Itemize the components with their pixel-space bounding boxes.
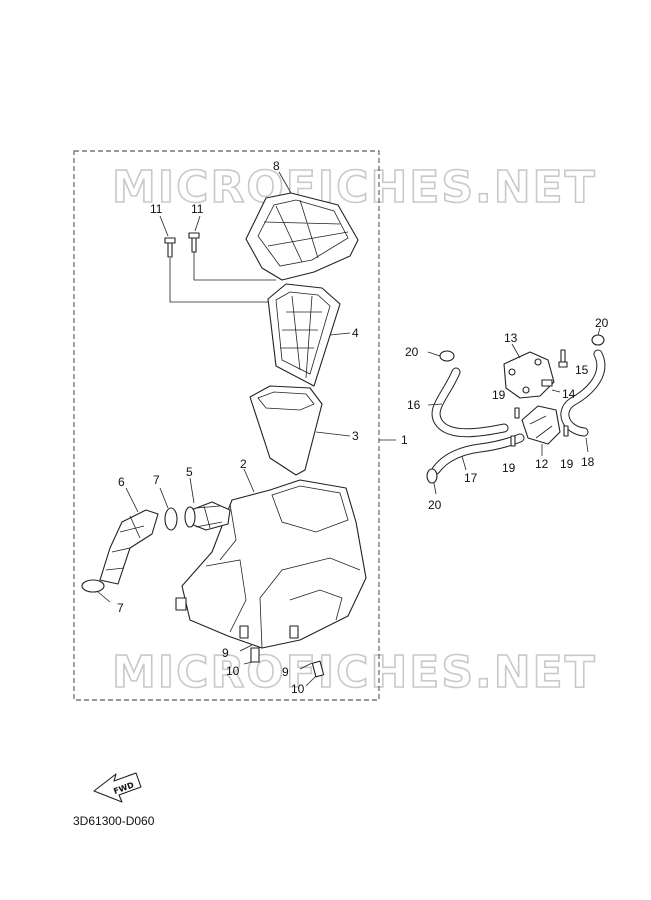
clip-part-19 xyxy=(510,407,569,447)
intake-joint-part xyxy=(99,487,159,585)
fwd-arrow-icon: FWD xyxy=(93,772,142,803)
callout-6: 6 xyxy=(118,475,125,489)
callout-19-left: 19 xyxy=(492,388,506,402)
screw-part-right xyxy=(188,232,200,253)
callout-20-right: 20 xyxy=(595,316,609,330)
watermark-bottom: MICROFICHES.NET xyxy=(112,647,597,698)
callout-10-right: 10 xyxy=(291,682,305,696)
bolt-part-14 xyxy=(541,379,561,393)
callout-9-left: 9 xyxy=(222,646,229,660)
bolt-part-left xyxy=(239,644,260,665)
callout-7-upper: 7 xyxy=(153,473,160,487)
callout-7-lower: 7 xyxy=(117,601,124,615)
air-box-part xyxy=(175,468,367,649)
bolt-part-right xyxy=(299,660,325,687)
hose-part-16 xyxy=(427,367,509,438)
callout-1: 1 xyxy=(401,433,408,447)
callout-3: 3 xyxy=(352,429,359,443)
assembly-frame xyxy=(73,150,380,701)
callout-17: 17 xyxy=(464,471,478,485)
cap-part-20 xyxy=(426,327,605,495)
callout-2: 2 xyxy=(240,457,247,471)
callout-20-bottom: 20 xyxy=(428,498,442,512)
callout-5: 5 xyxy=(186,465,193,479)
reed-valve-part xyxy=(521,405,561,456)
hose-part-17 xyxy=(431,433,525,475)
callout-20-left: 20 xyxy=(405,345,419,359)
callout-15: 15 xyxy=(575,363,589,377)
bracket-part xyxy=(503,343,555,399)
diagram-code: 3D61300-D060 xyxy=(73,814,155,828)
callout-16: 16 xyxy=(407,398,421,412)
callout-19-mid: 19 xyxy=(502,461,516,475)
callout-4: 4 xyxy=(352,326,359,340)
callout-9-right: 9 xyxy=(282,665,289,679)
clamp-part-upper xyxy=(159,487,178,531)
screw-part-left xyxy=(164,237,176,258)
callout-13: 13 xyxy=(504,331,518,345)
hose-part-18 xyxy=(560,349,606,453)
filter-frame-part xyxy=(249,385,351,476)
bolt-part-15 xyxy=(558,349,568,368)
filter-cover-part xyxy=(245,171,359,281)
intake-boot-part xyxy=(184,477,231,531)
callout-10-left: 10 xyxy=(226,664,240,678)
watermark-top: MICROFICHES.NET xyxy=(112,162,597,213)
callout-8: 8 xyxy=(273,159,280,173)
callout-12: 12 xyxy=(535,457,549,471)
callout-18: 18 xyxy=(581,455,595,469)
clamp-part-lower xyxy=(81,579,111,603)
callout-19-right: 19 xyxy=(560,457,574,471)
callout-14: 14 xyxy=(562,387,576,401)
callout-11-right: 11 xyxy=(191,202,204,216)
filter-element-part xyxy=(267,283,351,387)
callout-11-left: 11 xyxy=(150,202,163,216)
